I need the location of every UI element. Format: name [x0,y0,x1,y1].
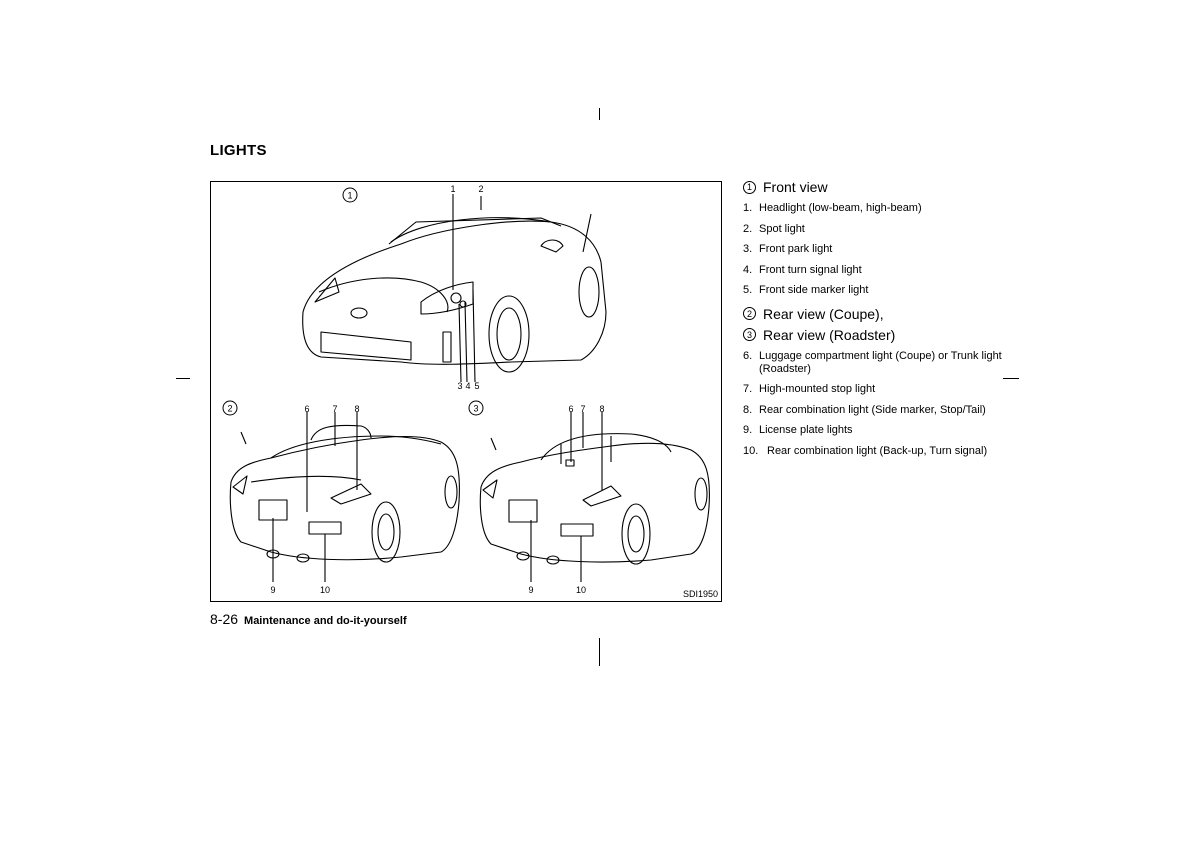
front-view-title: Front view [763,179,828,195]
lights-legend: 1 Front view 1.Headlight (low-beam, high… [743,178,1013,465]
list-item: 1.Headlight (low-beam, high-beam) [743,202,922,214]
rear-roadster-title: Rear view (Roadster) [763,326,896,343]
callout-5: 5 [474,381,479,391]
callout-6-coupe: 6 [304,404,309,414]
callout-3: 3 [457,381,462,391]
crop-mark-right [1003,378,1019,379]
list-item: 9.License plate lights [743,424,853,436]
figure-code: SDI1950 [682,589,718,599]
rear-lights-list: 6.Luggage compartment light (Coupe) or T… [743,350,1013,458]
list-item: 7.High-mounted stop light [743,383,876,395]
front-lights-list: 1.Headlight (low-beam, high-beam) 2.Spot… [743,202,1013,297]
circled-marker-2: 2 [743,307,756,320]
list-item: 8.Rear combination light (Side marker, S… [743,403,986,416]
callout-2: 2 [478,184,483,194]
callout-1: 1 [450,184,455,194]
list-item: 6.Luggage compartment light (Coupe) or T… [743,349,1002,375]
crop-mark-bottom [599,638,600,666]
callout-9-coupe: 9 [270,585,275,595]
panel-marker-1: 1 [342,187,358,203]
crop-mark-top [599,108,600,120]
rear-roadster-car [479,433,710,565]
lights-location-figure: 1 2 3 1 2 3 4 5 6 7 8 9 10 6 7 8 9 10 SD… [210,181,722,602]
svg-text:3: 3 [473,404,478,414]
list-item: 5.Front side marker light [743,284,869,296]
svg-text:2: 2 [227,404,232,414]
callout-8-roadster: 8 [599,404,604,414]
circled-marker-3: 3 [743,328,756,341]
list-item: 2.Spot light [743,222,805,235]
page-number: 8-26 [210,611,239,627]
callout-4: 4 [465,381,470,391]
rear-coupe-title: Rear view (Coupe), [763,305,884,322]
section-title: LIGHTS [210,142,267,159]
panel-marker-2: 2 [222,400,238,416]
callout-7-coupe: 7 [332,404,337,414]
front-view-car [302,213,607,373]
panel-marker-3: 3 [468,400,484,416]
rear-coupe-heading: 2 Rear view (Coupe), [743,305,1013,323]
callout-8-coupe: 8 [354,404,359,414]
svg-text:1: 1 [347,191,352,201]
callout-10-roadster: 10 [576,585,586,595]
circled-marker-1: 1 [743,180,756,194]
callout-10-coupe: 10 [320,585,330,595]
list-item: 4.Front turn signal light [743,263,862,276]
list-item: 3.Front park light [743,243,833,255]
crop-mark-left [176,378,190,379]
callout-9-roadster: 9 [528,585,533,595]
lights-figure-drawing: 1 2 3 1 2 3 4 5 6 7 8 9 10 6 7 8 9 10 [222,184,710,595]
list-item: 10.Rear combination light (Back-up, Turn… [743,444,988,457]
rear-coupe-car [229,424,460,563]
callout-6-roadster: 6 [568,404,573,414]
page-footer: 8-26 Maintenance and do-it-yourself [210,611,407,627]
rear-roadster-heading: 3 Rear view (Roadster) [743,326,1013,344]
callout-7-roadster: 7 [580,404,585,414]
front-view-heading: 1 Front view [743,178,1013,196]
chapter-title: Maintenance and do-it-yourself [244,615,407,627]
